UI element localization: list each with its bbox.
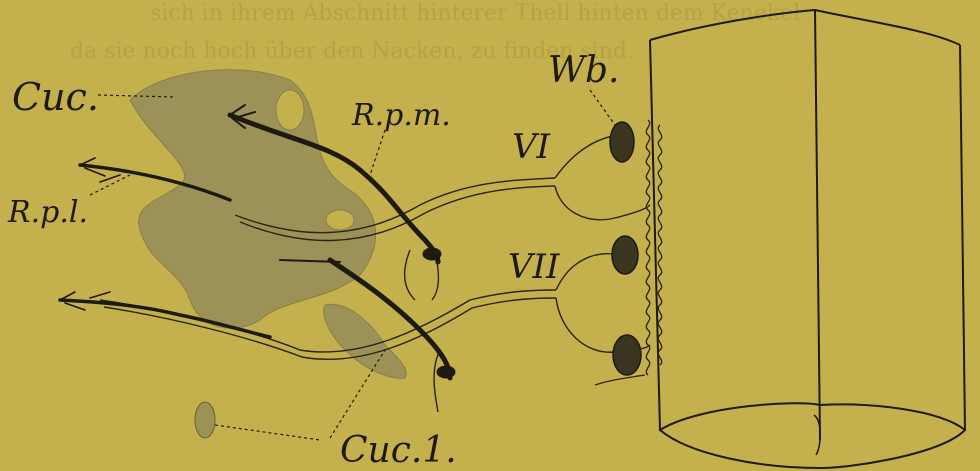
label-cuc1: Cuc.1.	[340, 430, 457, 471]
bleed-through-line-1: sich in ihrem Abschnitt hinterer Thell h…	[150, 1, 800, 26]
leader-cuc1-a	[215, 425, 320, 440]
leader-rpm	[370, 130, 385, 175]
spinal-cord	[650, 10, 965, 468]
label-rpm: R.p.m.	[351, 98, 451, 133]
label-cuc: Cuc.	[12, 75, 99, 119]
spinal-ganglia	[610, 122, 641, 375]
label-wb: Wb.	[548, 50, 620, 91]
ganglion-vi	[610, 122, 634, 162]
ganglion-vii	[612, 236, 638, 274]
cuc1-muscle-fragment	[195, 402, 215, 438]
ganglion-viii	[613, 335, 641, 375]
leader-wb	[590, 90, 615, 125]
nerve-vii-upper-branch	[556, 254, 620, 290]
label-vi: VI	[512, 127, 551, 167]
label-vii: VII	[508, 247, 560, 287]
label-rpl: R.p.l.	[7, 195, 88, 230]
